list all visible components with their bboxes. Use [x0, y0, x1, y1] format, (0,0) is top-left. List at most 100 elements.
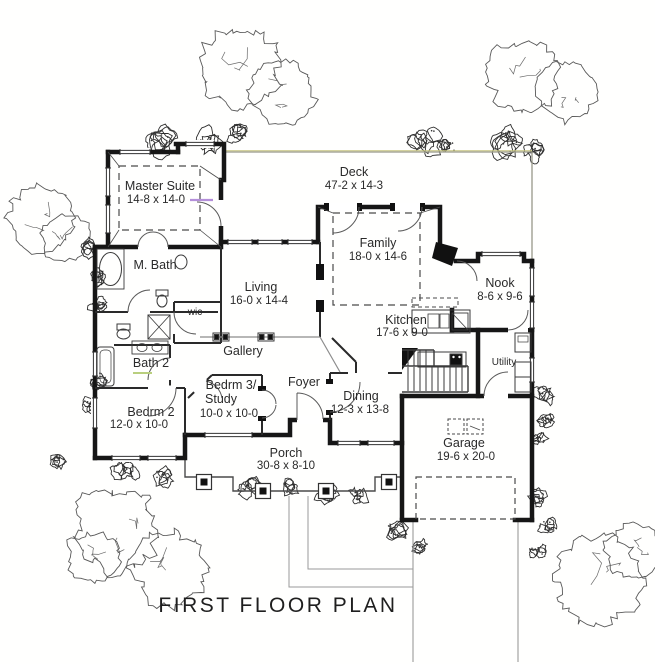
bush [540, 415, 556, 429]
garage-door-dashed [415, 476, 516, 520]
bush-dot [284, 484, 286, 486]
bush-dot [430, 129, 433, 132]
bush-dot [210, 137, 212, 139]
bush-dot [531, 547, 533, 550]
room-label-garage: Garage [443, 436, 485, 450]
bush [538, 388, 556, 402]
bush-dot [243, 488, 246, 491]
room-label-bath2: Bath 2 [133, 356, 169, 370]
bush-dot [547, 417, 549, 419]
tree-branch [633, 537, 642, 547]
dishwasher [449, 353, 463, 366]
bush [90, 269, 104, 284]
tree-branch [606, 562, 622, 573]
room-label-porch: Porch [270, 446, 303, 460]
bush [417, 132, 428, 149]
bush-dot [528, 143, 530, 146]
room-dims-garage: 19-6 x 20-0 [437, 451, 495, 463]
bush-dot [443, 148, 446, 150]
room-dims-kitchen: 17-6 x 9-0 [376, 327, 428, 339]
bush-dot [86, 401, 89, 403]
bush-dot [451, 142, 454, 144]
bush-dot [291, 492, 293, 494]
tree [126, 527, 211, 612]
tree [551, 532, 648, 628]
toilet [116, 323, 131, 340]
bush-dot [505, 132, 507, 134]
bush-dot [424, 545, 426, 547]
room-dims-nook: 8-6 x 9-6 [477, 291, 522, 303]
windows [91, 140, 536, 462]
bush-dot [549, 521, 551, 523]
bush [537, 386, 552, 403]
master-sink [174, 254, 188, 270]
bush-dot [544, 419, 547, 422]
plan-title: FIRST FLOOR PLAN [158, 594, 397, 617]
stairs [402, 349, 469, 393]
bush [286, 483, 300, 495]
porch-post [195, 473, 213, 491]
bush [97, 272, 106, 285]
bush [541, 390, 554, 407]
window [257, 238, 283, 246]
bush-dot [163, 147, 165, 150]
bush-dot [162, 474, 165, 476]
deck-outline [224, 150, 533, 261]
bush [406, 131, 423, 150]
bush-dot [247, 484, 249, 487]
bush-dot [445, 146, 448, 148]
bush-dot [541, 392, 544, 395]
bush [544, 517, 555, 531]
bush-dot [417, 138, 420, 141]
window [227, 238, 253, 246]
bush-dot [537, 547, 540, 550]
tree-branch [590, 552, 602, 585]
window [287, 238, 313, 246]
bush-dot [390, 532, 393, 534]
bush-dot [244, 126, 246, 129]
bush-dot [542, 440, 545, 442]
bush-dot [531, 144, 534, 146]
bush-dot [88, 405, 90, 407]
bush [530, 138, 543, 152]
bush-dot [88, 239, 91, 242]
bush-dot [534, 435, 536, 437]
tree [245, 58, 319, 126]
dashed-details [107, 151, 516, 520]
porch-post [317, 482, 335, 500]
bush [544, 413, 555, 425]
room-label-utility: Utility [492, 357, 516, 368]
room-label-bedroom3-line2: Study [205, 392, 238, 406]
bush-dot [541, 493, 543, 495]
bush [152, 470, 168, 487]
bush-dot [538, 391, 541, 394]
bush-dot [419, 144, 421, 147]
kitchen-counter [411, 309, 471, 334]
window [367, 439, 395, 447]
bush-dot [502, 143, 505, 145]
bush-dot [550, 418, 552, 420]
room-dims-family: 18-0 x 14-6 [349, 251, 407, 263]
tree-branch [636, 547, 649, 555]
bush-dot [163, 472, 166, 474]
porch-post [254, 482, 272, 500]
window [528, 267, 536, 297]
tree-branch [274, 103, 288, 108]
tree-branch [221, 51, 248, 67]
bush [118, 466, 134, 480]
bath2-tub [96, 346, 115, 387]
tree-branch [43, 201, 51, 218]
master-tub [99, 252, 122, 286]
accent-marks [133, 198, 213, 374]
room-dims-dining: 12-3 x 13-8 [331, 404, 389, 416]
porch-outline [184, 458, 404, 492]
window [111, 454, 141, 462]
bush [229, 123, 248, 142]
room-dims-bedroom3: 10-0 x 10-0 [200, 408, 258, 420]
master-tray-ceiling [118, 165, 201, 231]
bush-dot [56, 461, 58, 463]
bush-dot [549, 414, 551, 416]
room-dims-porch: 30-8 x 8-10 [257, 460, 315, 472]
garage-symbol [447, 418, 484, 435]
bush-dot [354, 491, 357, 494]
